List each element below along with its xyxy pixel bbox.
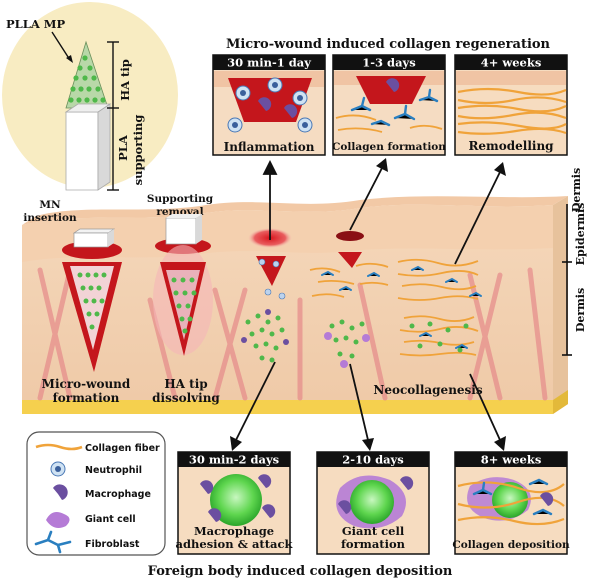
skin-block: Epidermis Dermis Dermis	[22, 168, 587, 414]
tip-microspheres	[68, 55, 106, 103]
bottom-panel-caption-2: formation	[341, 537, 406, 551]
stage-supporting-removal: Supporting removal	[147, 193, 214, 356]
mn-insertion-label-1: MN	[39, 199, 61, 211]
legend-label: Collagen fiber	[85, 443, 160, 454]
top-panel-inflammation: 30 min-1 day Inflammation	[212, 54, 326, 156]
collagen-strands	[457, 87, 567, 135]
bottom-panel-macrophage-attack: 30 min-2 days Macrophage adhesion & atta…	[176, 451, 294, 555]
micro-wound-label-2: formation	[53, 391, 120, 405]
neutrophil-icon	[50, 461, 66, 477]
top-title: Micro-wound induced collagen regeneratio…	[226, 37, 551, 52]
ha-dissolving-label-1: HA tip	[164, 377, 207, 391]
bottom-panel-time: 2-10 days	[342, 453, 403, 467]
pla-label: PLA	[116, 134, 130, 161]
pla-support-front	[65, 111, 99, 191]
arrows	[230, 158, 506, 451]
top-panel-remodelling: 4+ weeks Remodelling	[454, 54, 568, 156]
stage-collagen-formation	[309, 231, 389, 368]
bottom-panel-time: 8+ weeks	[481, 453, 542, 467]
legend-label: Fibroblast	[85, 539, 140, 550]
bottom-panel-caption-1: Macrophage	[194, 524, 274, 538]
dermis-top-label: Dermis	[570, 168, 583, 212]
collagen-fiber-icon	[35, 443, 83, 451]
plla-mp-label: PLLA MP	[6, 17, 65, 31]
supporting-removal-label-1: Supporting	[147, 193, 214, 205]
bottom-panel-time: 30 min-2 days	[189, 453, 279, 467]
ha-tip-label: HA tip	[118, 59, 132, 101]
top-panel-time: 30 min-1 day	[227, 56, 311, 70]
neocollagenesis-label: Neocollagenesis	[373, 383, 483, 397]
macrophage-icons	[258, 97, 298, 118]
stage-mn-insertion: MN insertion	[23, 199, 122, 372]
ha-dissolving-label-2: dissolving	[152, 391, 220, 405]
bottom-title: Foreign body induced collagen deposition	[148, 564, 453, 579]
bottom-panel-collagen-deposition: 8+ weeks Collagen deposition	[452, 451, 570, 555]
epidermis-label: Epidermis	[574, 203, 587, 266]
mn-insertion-label-2: insertion	[23, 212, 77, 224]
collagen-strands	[335, 114, 443, 133]
legend-label: Macrophage	[85, 489, 151, 500]
bottom-panel-giant-cell: 2-10 days Giant cell formation	[316, 451, 430, 555]
top-panel-caption: Remodelling	[468, 139, 554, 153]
neutrophil-icons	[227, 77, 313, 133]
dermis-side-label: Dermis	[574, 288, 587, 332]
top-panel-time: 4+ weeks	[481, 56, 542, 70]
top-panel-caption: Collagen formation	[332, 141, 446, 153]
top-panel-caption: Inflammation	[224, 140, 315, 154]
supporting-label: supporting	[131, 115, 145, 186]
fibroblast-icon	[34, 530, 72, 554]
legend-label: Neutrophil	[85, 465, 142, 476]
macrophage-icon	[53, 484, 68, 500]
wound-pit	[356, 76, 426, 104]
fat-layer	[22, 400, 553, 414]
stage-neocollagenesis	[397, 258, 482, 357]
fibroblast-icons	[350, 88, 439, 127]
legend: Collagen fiber Neutrophil Macrophage Gia…	[26, 431, 166, 556]
top-panel-collagen-formation: 1-3 days Collagen formation	[332, 54, 446, 156]
legend-label: Giant cell	[85, 514, 136, 525]
microneedle-inset: PLLA MP HA tip PLA supporting	[2, 2, 178, 191]
bottom-panel-caption-1: Giant cell	[342, 524, 405, 538]
giant-cell-icon	[46, 512, 70, 528]
bottom-panel-caption-2: adhesion & attack	[176, 537, 294, 551]
microsphere	[210, 474, 262, 526]
bottom-panel-caption-1: Collagen deposition	[452, 539, 570, 551]
pla-support-side	[97, 103, 111, 191]
top-panel-time: 1-3 days	[362, 56, 415, 70]
micro-wound-label-1: Micro-wound	[42, 377, 131, 391]
